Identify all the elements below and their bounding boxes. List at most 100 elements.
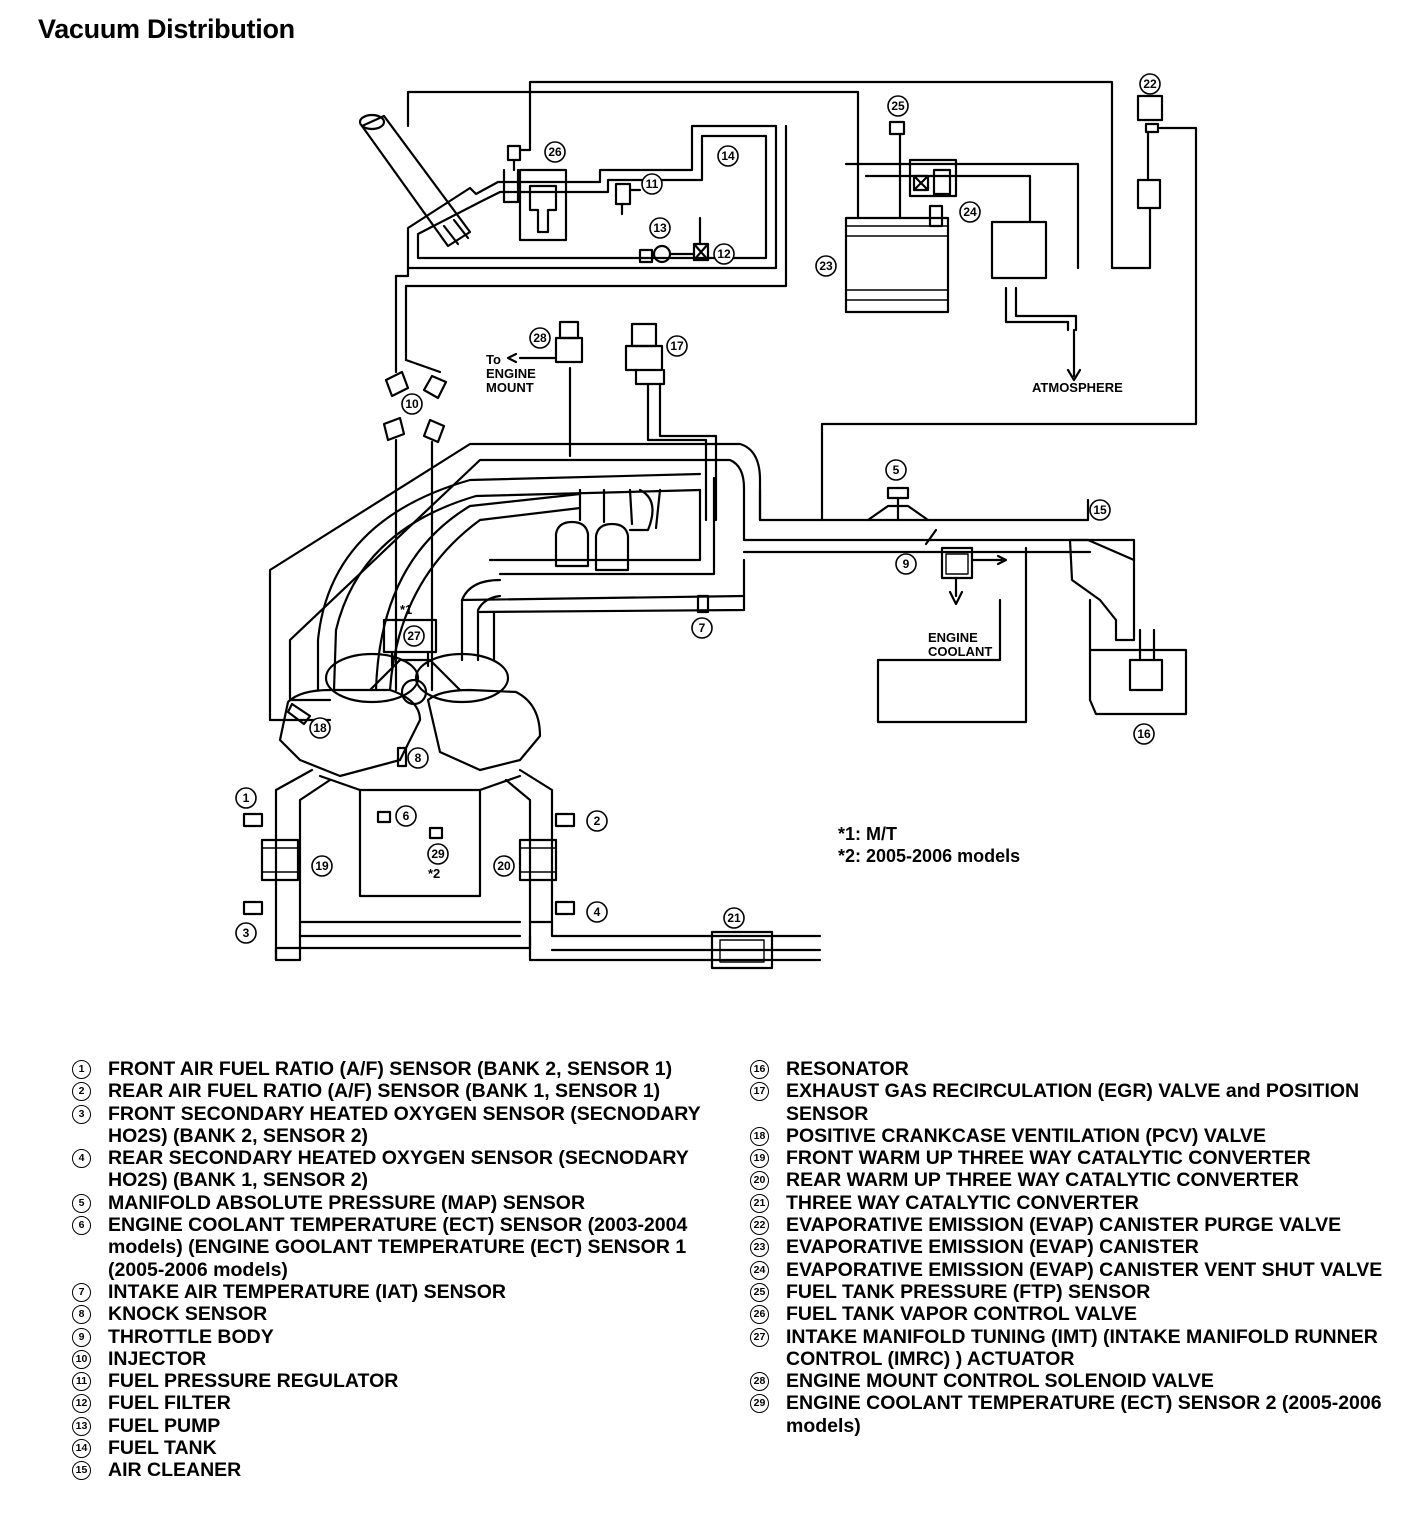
legend-text: EVAPORATIVE EMISSION (EVAP) CANISTER PUR… [786, 1214, 1342, 1237]
fuel-tank-assembly [358, 88, 778, 270]
legend-number: 13 [72, 1416, 91, 1436]
callout-15: 15 [1089, 499, 1111, 521]
callout-number: 16 [1137, 727, 1151, 741]
legend-text: FRONT WARM UP THREE WAY CATALYTIC CONVER… [786, 1147, 1311, 1170]
legend-text: REAR WARM UP THREE WAY CATALYTIC CONVERT… [786, 1169, 1299, 1192]
legend-number: 29 [750, 1394, 769, 1414]
callout-20: 20 [493, 855, 515, 877]
legend-number: 20 [750, 1171, 769, 1191]
callout-number: 13 [653, 221, 667, 235]
callout-6: 6 [395, 805, 417, 827]
callout-number: 5 [893, 463, 900, 477]
callout-8: 8 [407, 747, 429, 769]
legend-text: REAR AIR FUEL RATIO (A/F) SENSOR (BANK 1… [108, 1080, 661, 1103]
callout-number: 15 [1093, 503, 1107, 517]
callout-number: 20 [497, 859, 511, 873]
legend-text: POSITIVE CRANKCASE VENTILATION (PCV) VAL… [786, 1124, 1266, 1147]
legend-text: FUEL TANK PRESSURE (FTP) SENSOR [786, 1280, 1151, 1303]
legend-text: FUEL PUMP [108, 1414, 221, 1437]
legend-number: 1 [72, 1060, 91, 1079]
label-atmosphere: ATMOSPHERE [1032, 380, 1123, 395]
legend-number: 12 [72, 1394, 91, 1414]
callout-number: 24 [963, 205, 977, 219]
legend-text: RESONATOR [786, 1058, 909, 1080]
legend-number: 25 [750, 1282, 769, 1302]
callout-number: 27 [407, 629, 421, 643]
callout-1: 1 [235, 787, 257, 809]
callout-28: 28 [529, 327, 551, 349]
legend-number: 3 [72, 1104, 91, 1124]
callout-18: 18 [309, 717, 331, 739]
legend-item: 18 POSITIVE CRANKCASE VENTILATION (PCV) V… [750, 1125, 1390, 1147]
callout-21: 21 [723, 907, 745, 929]
callout-number: 29 [431, 847, 445, 861]
callout-14: 14 [717, 145, 739, 167]
legend-number: 17 [750, 1082, 769, 1102]
legend-item: 29 ENGINE COOLANT TEMPERATURE (ECT) SENSO… [750, 1392, 1390, 1437]
callout-number: 18 [313, 721, 327, 735]
callout-number: 22 [1143, 77, 1157, 91]
callout-number: 14 [721, 149, 735, 163]
callout-number: 7 [699, 621, 706, 635]
callout-24: 24 [959, 201, 981, 223]
legend-item: 12 FUEL FILTER [72, 1392, 742, 1414]
legend-text: FRONT SECONDARY HEATED OXYGEN SENSOR (SE… [108, 1102, 701, 1147]
label-engine-coolant-2: COOLANT [928, 644, 992, 659]
legend-text: AIR CLEANER [108, 1459, 242, 1482]
legend-number: 10 [72, 1349, 91, 1369]
callout-number: 1 [243, 791, 250, 805]
legend-text: INJECTOR [108, 1347, 207, 1370]
note-mt: *1: M/T [838, 824, 898, 844]
callout-13: 13 [649, 217, 671, 239]
callout-26: 26 [544, 141, 566, 163]
legend-number: 14 [72, 1439, 91, 1459]
legend-number: 15 [72, 1461, 91, 1481]
legend-number: 6 [72, 1216, 91, 1236]
legend-number: 18 [750, 1126, 769, 1146]
legend-text: INTAKE AIR TEMPERATURE (IAT) SENSOR [108, 1280, 506, 1303]
legend-number: 28 [750, 1372, 769, 1392]
note-models: *2: 2005-2006 models [838, 846, 1021, 866]
engine-block [242, 658, 822, 970]
callout-22: 22 [1139, 73, 1161, 95]
legend-number: 27 [750, 1327, 769, 1347]
legend-number: 7 [72, 1282, 91, 1302]
egr-and-mount-valves [506, 320, 666, 386]
legend-text: ENGINE COOLANT TEMPERATURE (ECT) SENSOR … [786, 1392, 1382, 1437]
callout-12: 12 [713, 243, 735, 265]
legend-text: INTAKE MANIFOLD TUNING (IMT) (INTAKE MAN… [786, 1325, 1378, 1370]
intake-manifold [268, 442, 1188, 724]
label-engine: ENGINE [486, 366, 536, 381]
callout-19: 19 [311, 855, 333, 877]
legend-number: 24 [750, 1260, 769, 1280]
callout-number: 19 [315, 859, 329, 873]
legend-item: 27 INTAKE MANIFOLD TUNING (IMT) (INTAKE M… [750, 1326, 1390, 1371]
legend-item: 3 FRONT SECONDARY HEATED OXYGEN SENSOR (S… [72, 1103, 742, 1148]
legend-text: KNOCK SENSOR [108, 1303, 268, 1326]
legend-number: 9 [72, 1327, 91, 1347]
callout-number: 9 [903, 557, 910, 571]
legend-text: THREE WAY CATALYTIC CONVERTER [786, 1191, 1139, 1214]
legend-text: FUEL FILTER [108, 1392, 231, 1415]
callout-number: 6 [403, 809, 410, 823]
legend-text: FUEL TANK [108, 1437, 217, 1460]
legend-item: 20 REAR WARM UP THREE WAY CATALYTIC CONVE… [750, 1169, 1390, 1191]
callout-17: 17 [666, 335, 688, 357]
legend-number: 16 [750, 1060, 769, 1079]
legend-item: 16 RESONATOR [750, 1058, 1390, 1080]
label-model-star: *2 [428, 866, 440, 881]
callout-5: 5 [885, 459, 907, 481]
